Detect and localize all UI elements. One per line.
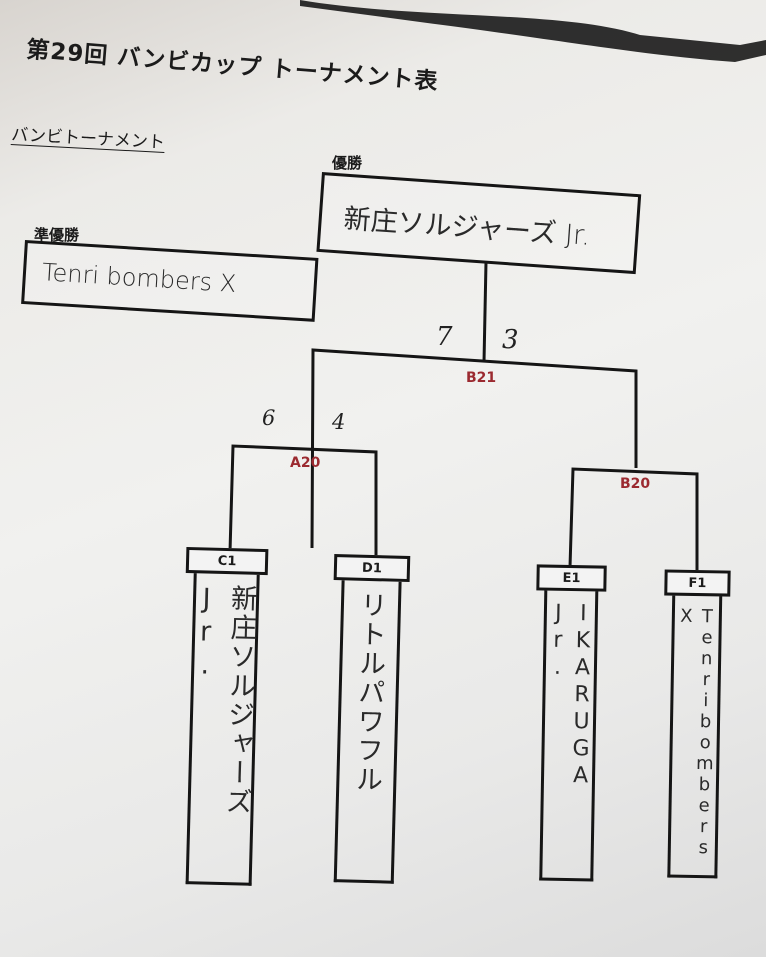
team-slot-e1: E1 IKARUGA Jr.: [531, 564, 607, 882]
semi-left-score-right: 4: [332, 410, 346, 434]
team-code: D1: [333, 554, 411, 583]
runner-up-name: Tenri bombers X: [41, 258, 238, 298]
team-name: 新庄ソルジャーズJr.: [188, 583, 258, 817]
team-name: リトルパワフル: [350, 590, 387, 795]
final-score-left: 7: [436, 322, 453, 352]
runner-up-label: 準優勝: [34, 226, 80, 244]
match-code-semi-left: A20: [290, 455, 321, 471]
team-slot-c1: C1 新庄ソルジャーズJr.: [178, 546, 269, 886]
match-code-semi-right: B20: [620, 476, 651, 492]
final-score-right: 3: [502, 325, 519, 355]
champion-label: 優勝: [332, 154, 363, 172]
match-code-final: B21: [466, 370, 497, 386]
team-name: Tenribombers X: [675, 605, 719, 859]
team-code: F1: [664, 569, 731, 597]
champion-name: 新庄ソルジャーズ Jr.: [342, 203, 592, 252]
team-code: E1: [536, 564, 607, 592]
team-slot-d1: D1 リトルパワフル: [326, 554, 411, 884]
team-name: IKARUGA Jr.: [544, 600, 597, 791]
team-slot-f1: F1 Tenribombers X: [659, 569, 731, 879]
cable: [300, 0, 766, 62]
team-code: C1: [185, 546, 269, 576]
semi-left-score-left: 6: [262, 406, 276, 430]
